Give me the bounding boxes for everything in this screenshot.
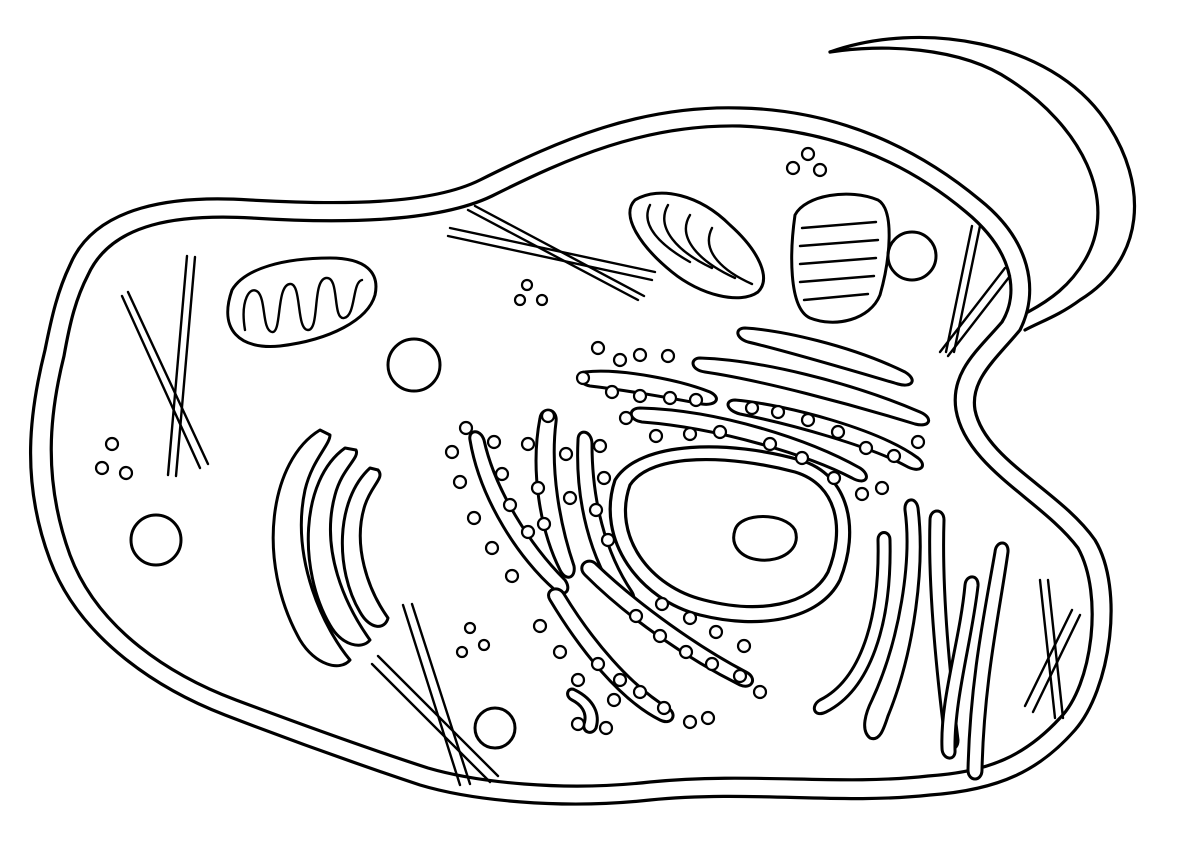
smooth-er (812, 498, 1010, 781)
rough-er-upper (575, 326, 931, 502)
vacuoles (129, 230, 938, 750)
cell-membrane (28, 106, 1113, 806)
er-ribosomes-upper (575, 340, 926, 502)
granule-clusters (94, 146, 828, 659)
rough-er-lower (444, 408, 768, 736)
nucleolus (732, 515, 798, 562)
mitochondrion-right (790, 192, 891, 324)
nucleus (608, 445, 852, 624)
mitochondrion-top (628, 191, 765, 300)
microtubules (120, 204, 1082, 787)
flagellum (828, 35, 1137, 332)
mitochondrion-left (226, 256, 378, 348)
er-ribosomes-lower (444, 408, 768, 736)
golgi-apparatus (271, 428, 390, 668)
